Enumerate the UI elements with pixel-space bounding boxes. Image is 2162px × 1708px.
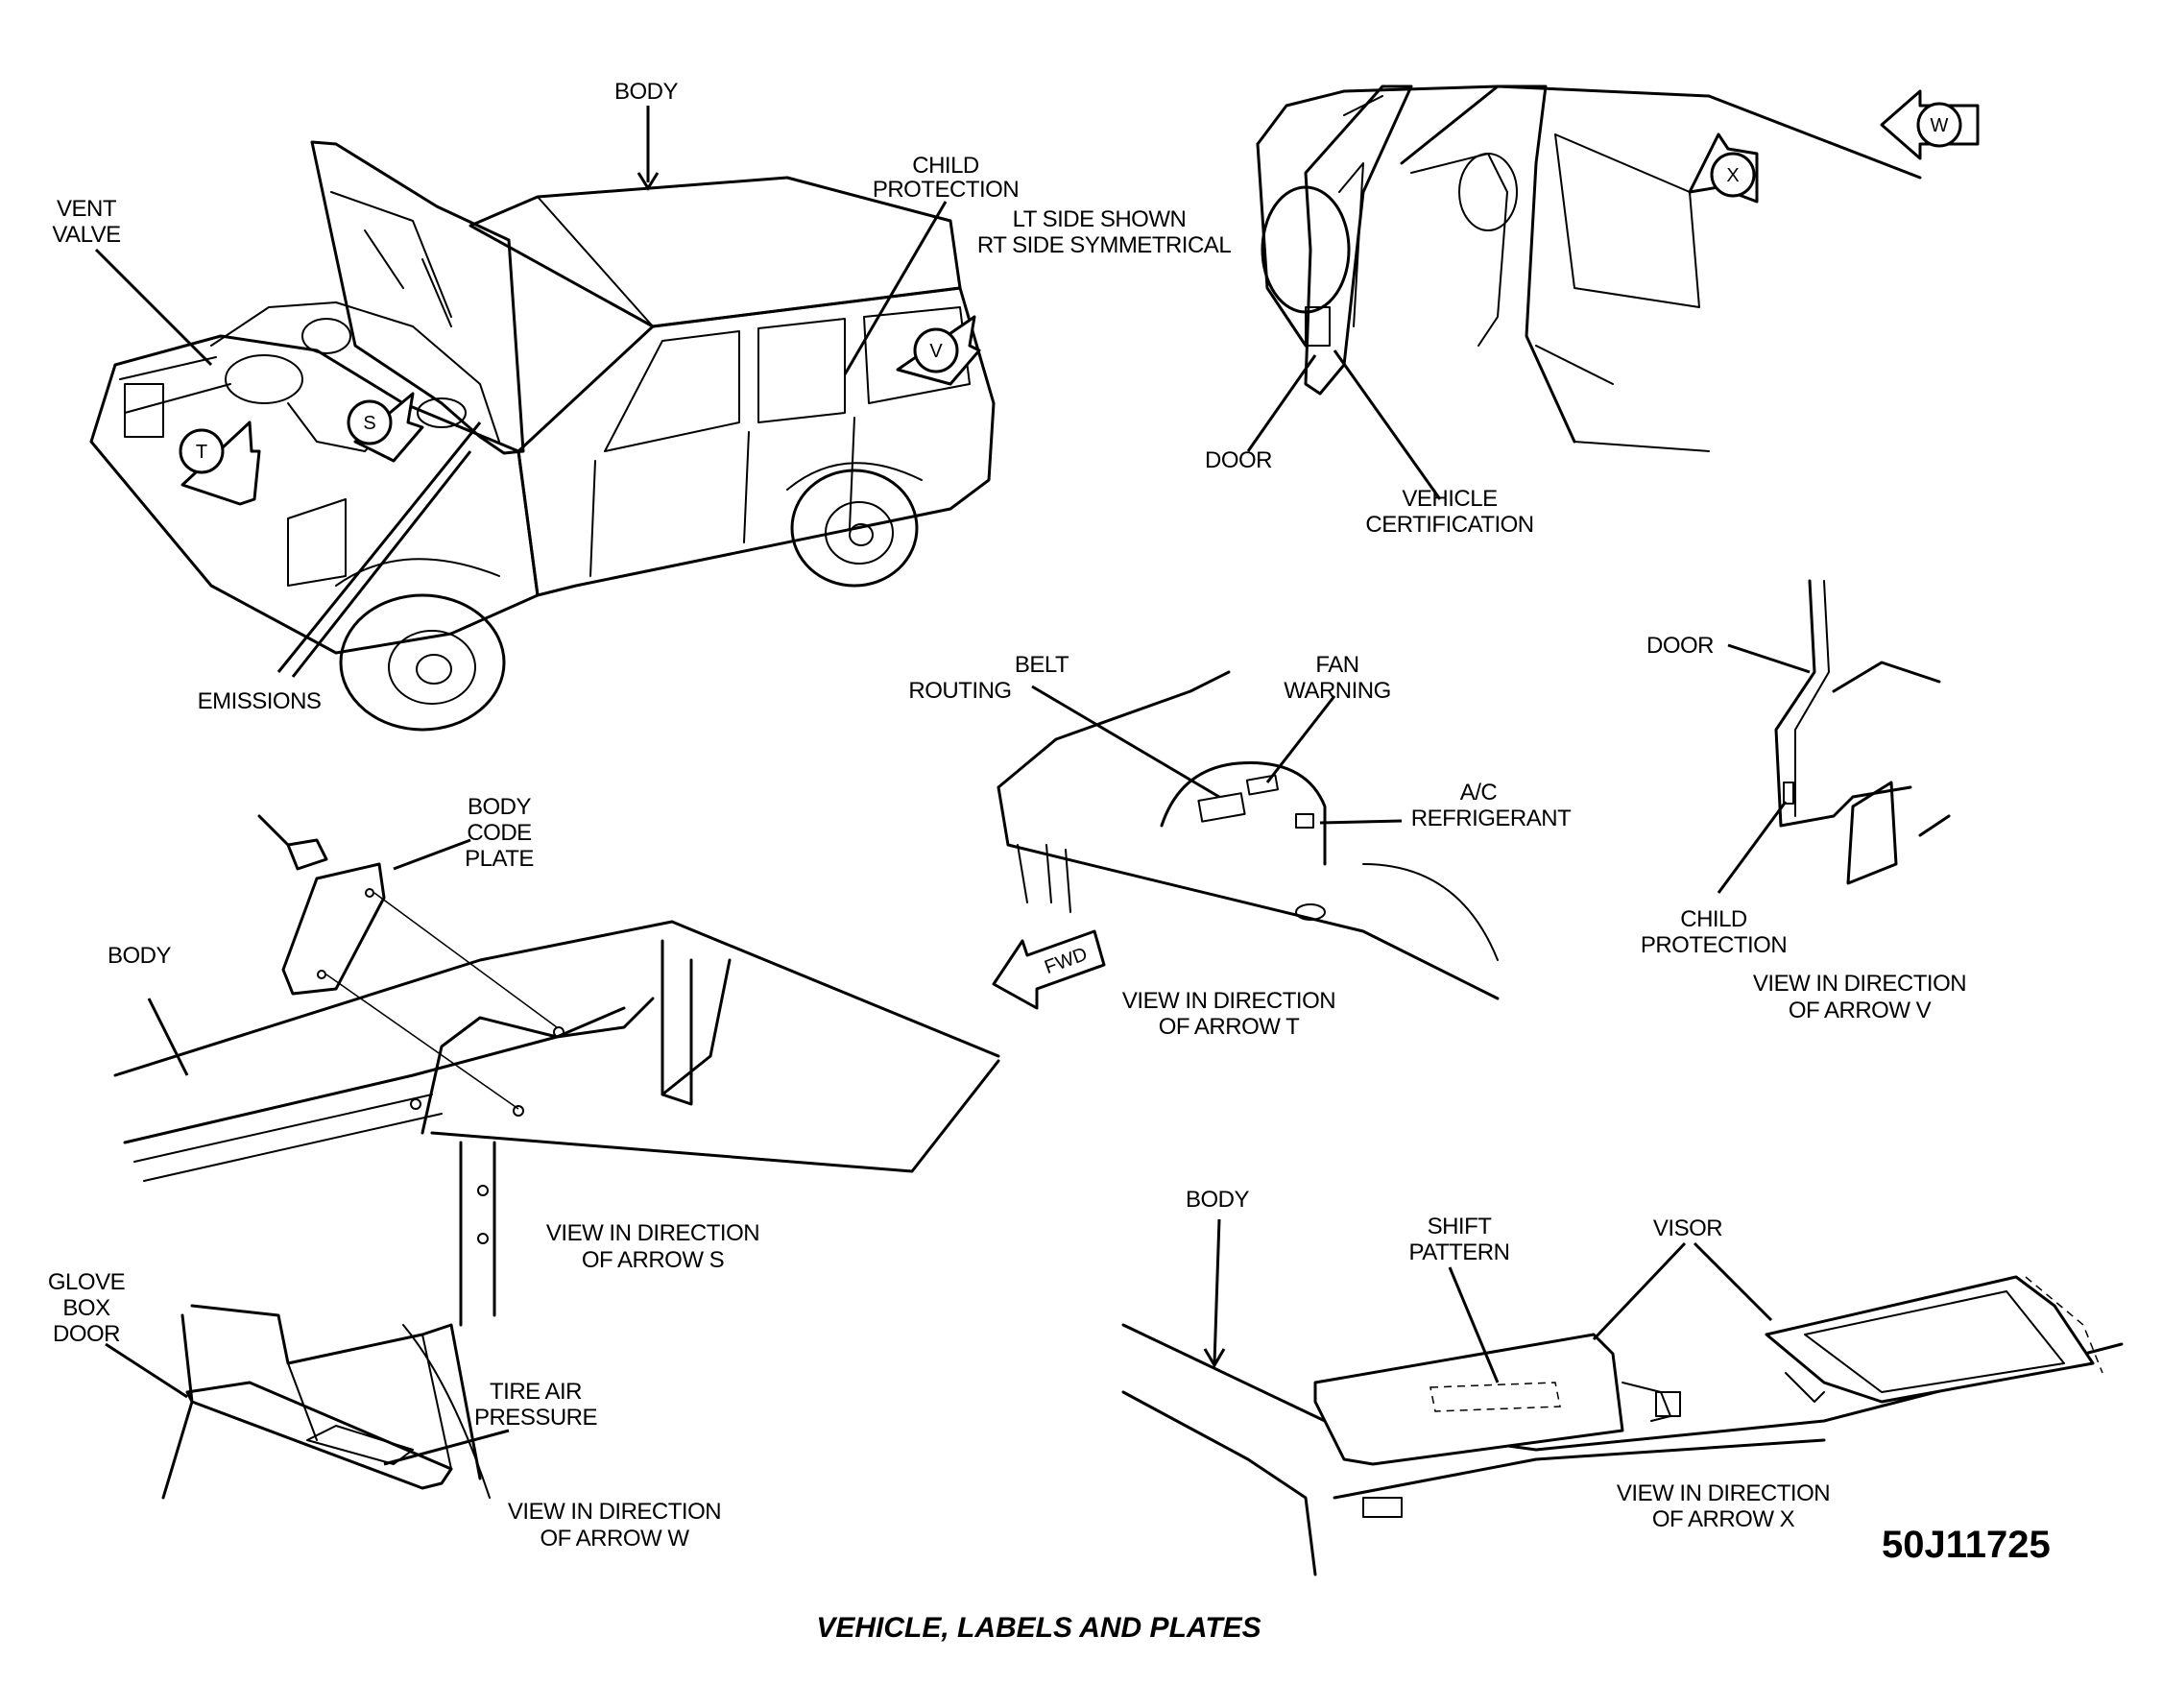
view-t-caption-2: OF ARROW T [1159, 1014, 1300, 1040]
view-s-caption: VIEW IN DIRECTION [546, 1220, 759, 1246]
glove-label-2: BOX [62, 1295, 110, 1321]
visor-leader [1592, 1241, 1773, 1341]
body-s-label: BODY [108, 943, 172, 969]
vehicle-cert-leader [1333, 349, 1442, 500]
arrow-t-letter: T [196, 442, 207, 463]
fan-warning-label-2: WARNING [1284, 678, 1391, 704]
view-t-caption: VIEW IN DIRECTION [1122, 988, 1335, 1014]
emissions-label: EMISSIONS [198, 688, 322, 714]
door-v-label: DOOR [1646, 633, 1714, 659]
view-w-caption: VIEW IN DIRECTION [508, 1499, 721, 1525]
arrow-x: X [1688, 132, 1759, 204]
view-w-caption-2: OF ARROW W [540, 1526, 690, 1552]
vent-valve-label: VENT [57, 196, 117, 222]
vent-valve-leader [94, 248, 213, 367]
view-v-illustration [1774, 579, 1951, 885]
body-s-leader [147, 998, 189, 1076]
view-x-caption-2: OF ARROW X [1652, 1506, 1795, 1532]
view-w-illustration [161, 1304, 491, 1500]
vent-valve-label-2: VALVE [52, 222, 120, 248]
ac-refrigerant-leader [1319, 819, 1403, 825]
view-s-illustration [113, 814, 1000, 1327]
vehicle-cert-label-2: CERTIFICATION [1365, 512, 1533, 538]
vehicle-illustration [89, 140, 996, 732]
arrow-w-letter: W [1931, 115, 1949, 136]
figure-code: 50J11725 [1882, 1524, 2051, 1566]
arrow-s-letter: S [363, 413, 375, 434]
arrow-w: W [1880, 89, 1980, 160]
belt-routing-label: BELT [1015, 652, 1069, 678]
lt-side-note: LT SIDE SHOWN [1013, 206, 1187, 232]
fan-warning-leader [1265, 695, 1336, 783]
arrow-x-letter: X [1726, 165, 1739, 186]
child-protection-label-2: PROTECTION [873, 177, 1019, 203]
child-v-label-2: PROTECTION [1641, 932, 1787, 958]
view-x-illustration [1121, 1275, 2124, 1576]
tire-label-2: PRESSURE [474, 1405, 597, 1431]
tire-leader [383, 1429, 510, 1466]
visor-label: VISOR [1653, 1215, 1722, 1241]
view-t-illustration [997, 670, 1500, 1000]
vehicle-cert-label: VEHICLE [1402, 486, 1497, 512]
tire-label: TIRE AIR [490, 1379, 582, 1405]
shift-label: SHIFT [1428, 1214, 1493, 1239]
glove-label: GLOVE [48, 1269, 125, 1295]
arrow-v-letter: V [929, 341, 943, 362]
arrow-t: T [179, 421, 261, 506]
belt-routing-leader [1031, 685, 1220, 799]
body-code-label-3: PLATE [465, 846, 534, 872]
child-protection-label: CHILD [912, 153, 979, 179]
emissions-leader [276, 421, 482, 678]
child-v-label: CHILD [1680, 906, 1747, 932]
view-s-caption-2: OF ARROW S [582, 1247, 724, 1273]
shift-leader [1448, 1266, 1500, 1383]
body-code-label-2: CODE [467, 820, 531, 846]
body-code-leader [393, 838, 471, 871]
door-v-leader [1727, 643, 1811, 674]
view-v-caption: VIEW IN DIRECTION [1753, 971, 1966, 997]
ac-refrigerant-label: A/C [1460, 780, 1498, 806]
door-view-illustration [1256, 84, 1922, 452]
fan-warning-label: FAN [1315, 652, 1358, 678]
belt-routing-label-2: ROUTING [908, 678, 1011, 704]
body-x-leader-head [1203, 1348, 1226, 1368]
body-leader-head [637, 172, 660, 191]
figure-caption: VEHICLE, LABELS AND PLATES [816, 1612, 1261, 1644]
arrow-v: V [896, 315, 981, 386]
arrow-s: S [347, 392, 424, 463]
body-x-label: BODY [1186, 1187, 1250, 1213]
body-x-leader [1213, 1218, 1221, 1364]
rt-side-note: RT SIDE SYMMETRICAL [977, 232, 1231, 258]
child-protection-leader [843, 201, 948, 375]
shift-label-2: PATTERN [1409, 1239, 1510, 1265]
glove-label-3: DOOR [53, 1321, 120, 1347]
glove-leader [105, 1342, 188, 1399]
view-x-caption: VIEW IN DIRECTION [1617, 1480, 1830, 1506]
child-v-leader [1717, 801, 1788, 894]
door-leader [1246, 354, 1317, 452]
fwd-arrow: FWD [992, 929, 1106, 1010]
view-v-caption-2: OF ARROW V [1789, 998, 1932, 1023]
body-code-label: BODY [468, 794, 532, 820]
body-label: BODY [614, 79, 679, 105]
ac-refrigerant-label-2: REFRIGERANT [1411, 806, 1572, 831]
door-label: DOOR [1205, 447, 1272, 473]
